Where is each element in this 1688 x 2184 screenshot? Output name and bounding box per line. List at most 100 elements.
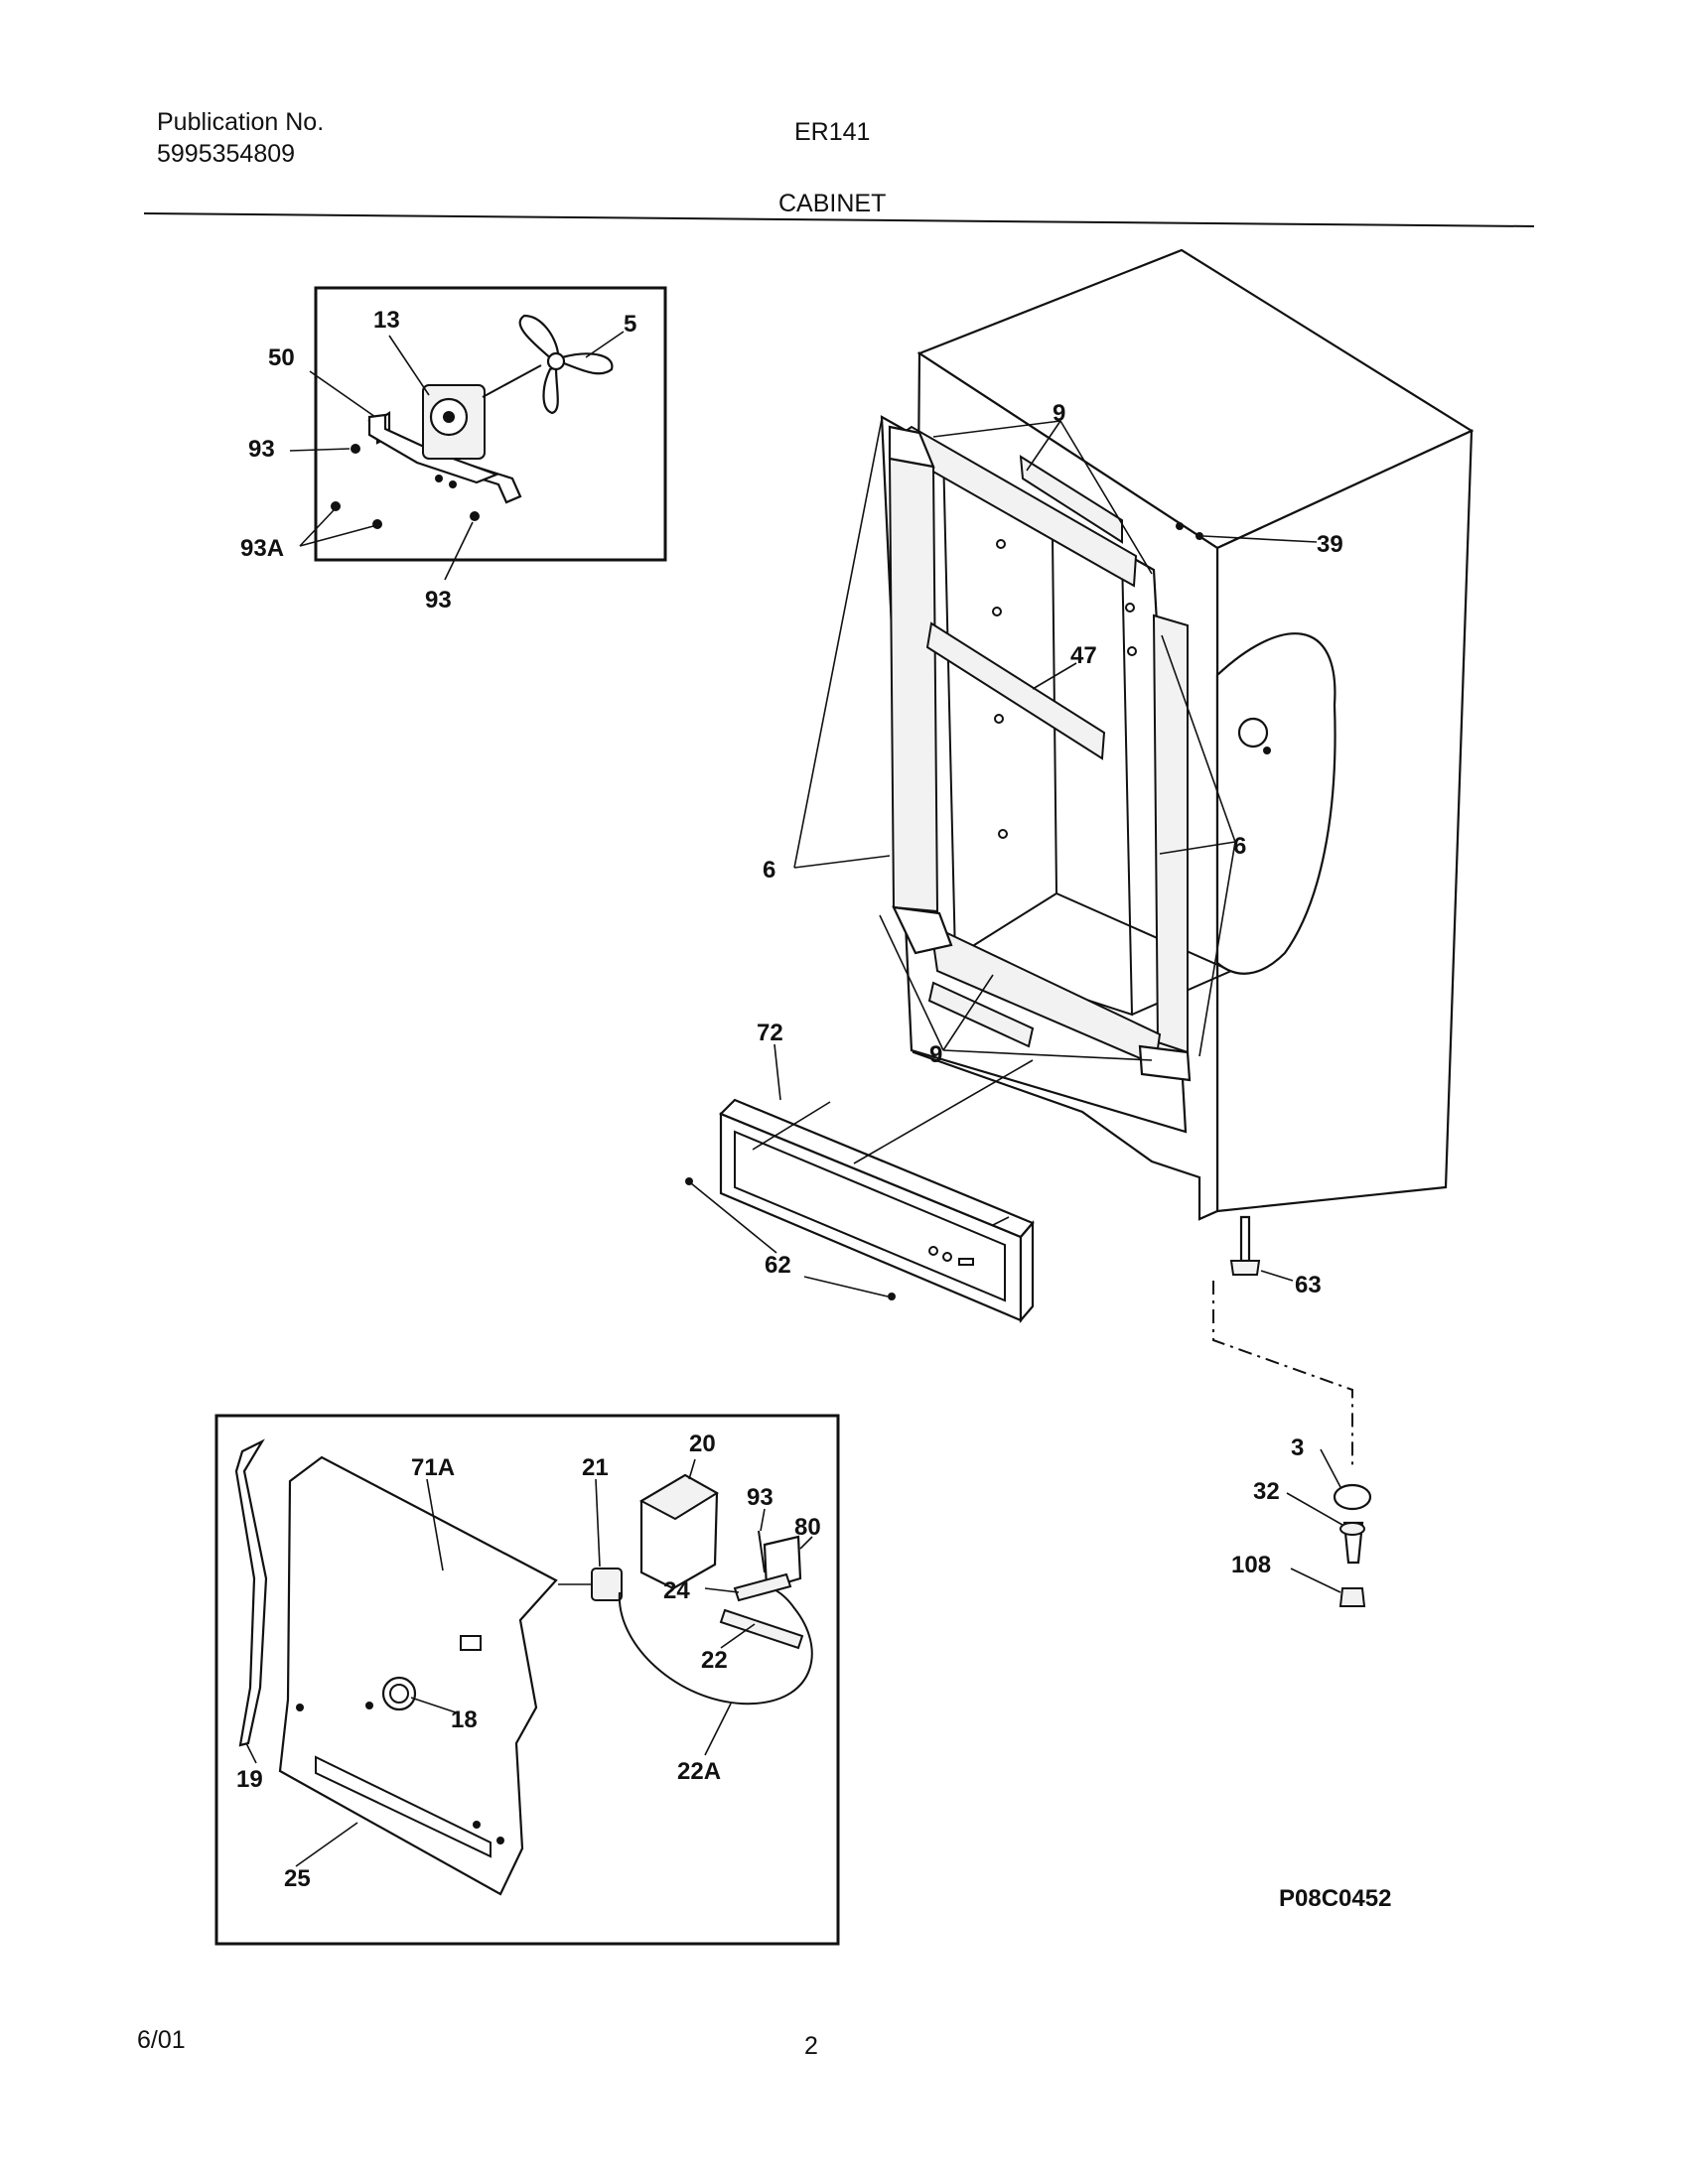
screw-93a-1 [331, 501, 341, 511]
panel-screw-1 [296, 1704, 304, 1711]
callout-93a: 93A [240, 535, 284, 562]
control-inset-frame [214, 1414, 840, 1946]
callout-62: 62 [765, 1252, 791, 1279]
leveling-bolt-head [1229, 1260, 1261, 1276]
liner-hole-6 [1127, 646, 1137, 656]
toe-grille [685, 1043, 1035, 1323]
callout-9-bottom: 9 [929, 1041, 942, 1068]
corner-piece-bl [892, 905, 953, 955]
callout-50: 50 [268, 344, 295, 371]
page-number: 2 [804, 2032, 818, 2060]
publication-label: Publication No. [157, 108, 325, 136]
corner-piece-br [1138, 1044, 1192, 1082]
breaker-strip-left [888, 457, 939, 913]
fan-inset-frame [314, 286, 667, 562]
capillary-tube [618, 1583, 813, 1706]
screw-93a-2 [372, 519, 382, 529]
callout-3: 3 [1291, 1434, 1304, 1461]
leg-nut [1338, 1587, 1366, 1607]
grille-indicator [958, 1258, 974, 1266]
callout-80: 80 [794, 1514, 821, 1541]
top-screw-1 [1176, 522, 1184, 530]
callout-6-left: 6 [763, 857, 775, 884]
callout-6-right: 6 [1233, 833, 1246, 860]
bracket-80 [763, 1535, 802, 1590]
screw-93-lower [758, 1530, 766, 1573]
callout-22: 22 [701, 1647, 728, 1674]
leg-washer [1339, 1522, 1365, 1536]
wire-harness [234, 1438, 268, 1747]
screw-62-right [888, 1293, 896, 1300]
breaker-strip-right [1152, 614, 1189, 1054]
fan-blade-3 [542, 365, 559, 415]
callout-39: 39 [1317, 531, 1343, 558]
callout-9-top: 9 [1053, 400, 1065, 427]
callout-20: 20 [689, 1431, 716, 1457]
header-rule [143, 212, 1535, 227]
callout-71a: 71A [411, 1454, 455, 1481]
callout-5: 5 [624, 311, 636, 338]
liner-hole-5 [1125, 603, 1135, 613]
breaker-strip-top-inner [1019, 455, 1123, 544]
strip-24 [733, 1572, 792, 1602]
callout-25: 25 [284, 1865, 311, 1892]
callout-93-bottom: 93 [425, 587, 452, 614]
panel-knob-window [460, 1635, 482, 1651]
screw-93-bottom [470, 511, 480, 521]
screw-93-top [351, 444, 360, 454]
leg-cap [1333, 1483, 1372, 1511]
corner-piece-tl [888, 425, 935, 469]
motor-screw-2 [449, 480, 457, 488]
publication-number: 5995354809 [157, 140, 296, 168]
grille-button-1 [928, 1246, 938, 1256]
callout-21: 21 [582, 1454, 609, 1481]
fan-motor-inset [289, 286, 667, 581]
fan-blade [518, 314, 560, 361]
control-panel-inset [214, 1414, 840, 1946]
liner-hole-1 [996, 539, 1006, 549]
breaker-strip-bottom-inner [927, 981, 1035, 1048]
grille-button-2 [942, 1252, 952, 1262]
leveling-leg-assembly [1212, 1215, 1372, 1607]
drawing-code: P08C0452 [1279, 1885, 1391, 1912]
callout-47: 47 [1070, 642, 1097, 669]
callout-22a: 22A [677, 1758, 721, 1785]
panel-screw-2 [365, 1702, 373, 1709]
callout-63: 63 [1295, 1272, 1322, 1298]
shelf-rail [925, 621, 1106, 760]
callout-18: 18 [451, 1706, 478, 1733]
compressor-mount [1263, 747, 1271, 754]
callout-93-lower: 93 [747, 1484, 774, 1511]
compressor-port [1237, 717, 1269, 749]
panel-screw-4 [496, 1837, 504, 1844]
leg-path [1212, 1281, 1353, 1469]
liner-hole-2 [992, 607, 1002, 616]
grille-opening [734, 1130, 1006, 1302]
top-screw-2 [1196, 532, 1203, 540]
thermostat [591, 1568, 623, 1601]
strip-22 [719, 1608, 804, 1650]
thermostat-knob-18 [381, 1676, 417, 1711]
panel-screw-3 [473, 1821, 481, 1829]
callout-13: 13 [373, 307, 400, 334]
compressor-housing [1215, 632, 1336, 975]
callout-24: 24 [663, 1577, 690, 1604]
leveling-bolt [1239, 1215, 1251, 1263]
callout-32: 32 [1253, 1478, 1280, 1505]
footer-date: 6/01 [137, 2026, 186, 2054]
model-number: ER141 [794, 118, 871, 146]
cabinet-assembly [793, 248, 1475, 1221]
bracket-upright [367, 413, 500, 484]
motor-screw-1 [435, 475, 443, 482]
motor-shaft [482, 364, 542, 398]
fan-hub [546, 351, 566, 371]
panel-vent-slot [315, 1755, 492, 1858]
grille-side [1019, 1220, 1035, 1323]
housing-face [638, 1473, 719, 1521]
control-panel [278, 1455, 558, 1896]
knob-center [389, 1684, 409, 1704]
callout-19: 19 [236, 1766, 263, 1793]
liner-hole-3 [994, 714, 1004, 724]
motor-hub [443, 411, 455, 423]
